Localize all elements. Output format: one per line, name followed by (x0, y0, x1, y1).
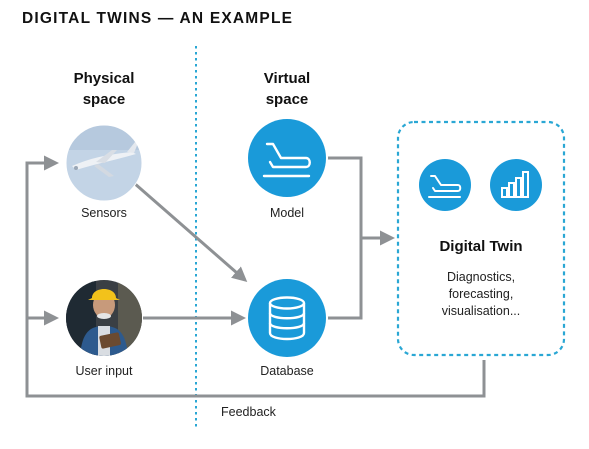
virtual-space-heading: Virtual space (237, 68, 337, 110)
digital-twin-description: Diagnostics, forecasting, visualisation.… (400, 269, 562, 320)
worker-photo (66, 280, 142, 356)
airplane-photo (65, 124, 143, 202)
digital-twin-title: Digital Twin (439, 238, 523, 255)
feedback-line (25, 155, 486, 398)
airplane-icon (428, 175, 462, 198)
physical-space-heading-line1: Physical (73, 70, 135, 87)
airplane-icon (262, 142, 311, 178)
database-icon (268, 296, 306, 341)
user-input-label: User input (75, 364, 133, 378)
physical-space-heading: Physical space (54, 68, 154, 110)
digital-twin-desc-line3: visualisation... (441, 304, 521, 318)
virtual-space-heading-line1: Virtual (263, 70, 311, 87)
database-label: Database (260, 364, 314, 378)
model-connector (328, 156, 363, 238)
model-label: Model (269, 206, 305, 220)
digital-twin-desc-line2: forecasting, (448, 287, 514, 301)
bar-chart-icon (501, 171, 529, 198)
virtual-space-heading-line2: space (265, 91, 309, 108)
model-node (248, 119, 326, 197)
digital-twin-chart-badge (490, 159, 542, 211)
database-node (248, 279, 326, 357)
database-connector (328, 238, 363, 320)
digital-twin-desc-line1: Diagnostics, (446, 270, 516, 284)
digital-twin-airplane-badge (419, 159, 471, 211)
physical-space-heading-line2: space (82, 91, 126, 108)
feedback-label: Feedback (221, 405, 276, 419)
connectors (25, 155, 486, 398)
sensors-label: Sensors (81, 206, 127, 220)
page-title: DIGITAL TWINS — AN EXAMPLE (22, 10, 294, 27)
sensors-to-database-arrow (133, 181, 248, 282)
